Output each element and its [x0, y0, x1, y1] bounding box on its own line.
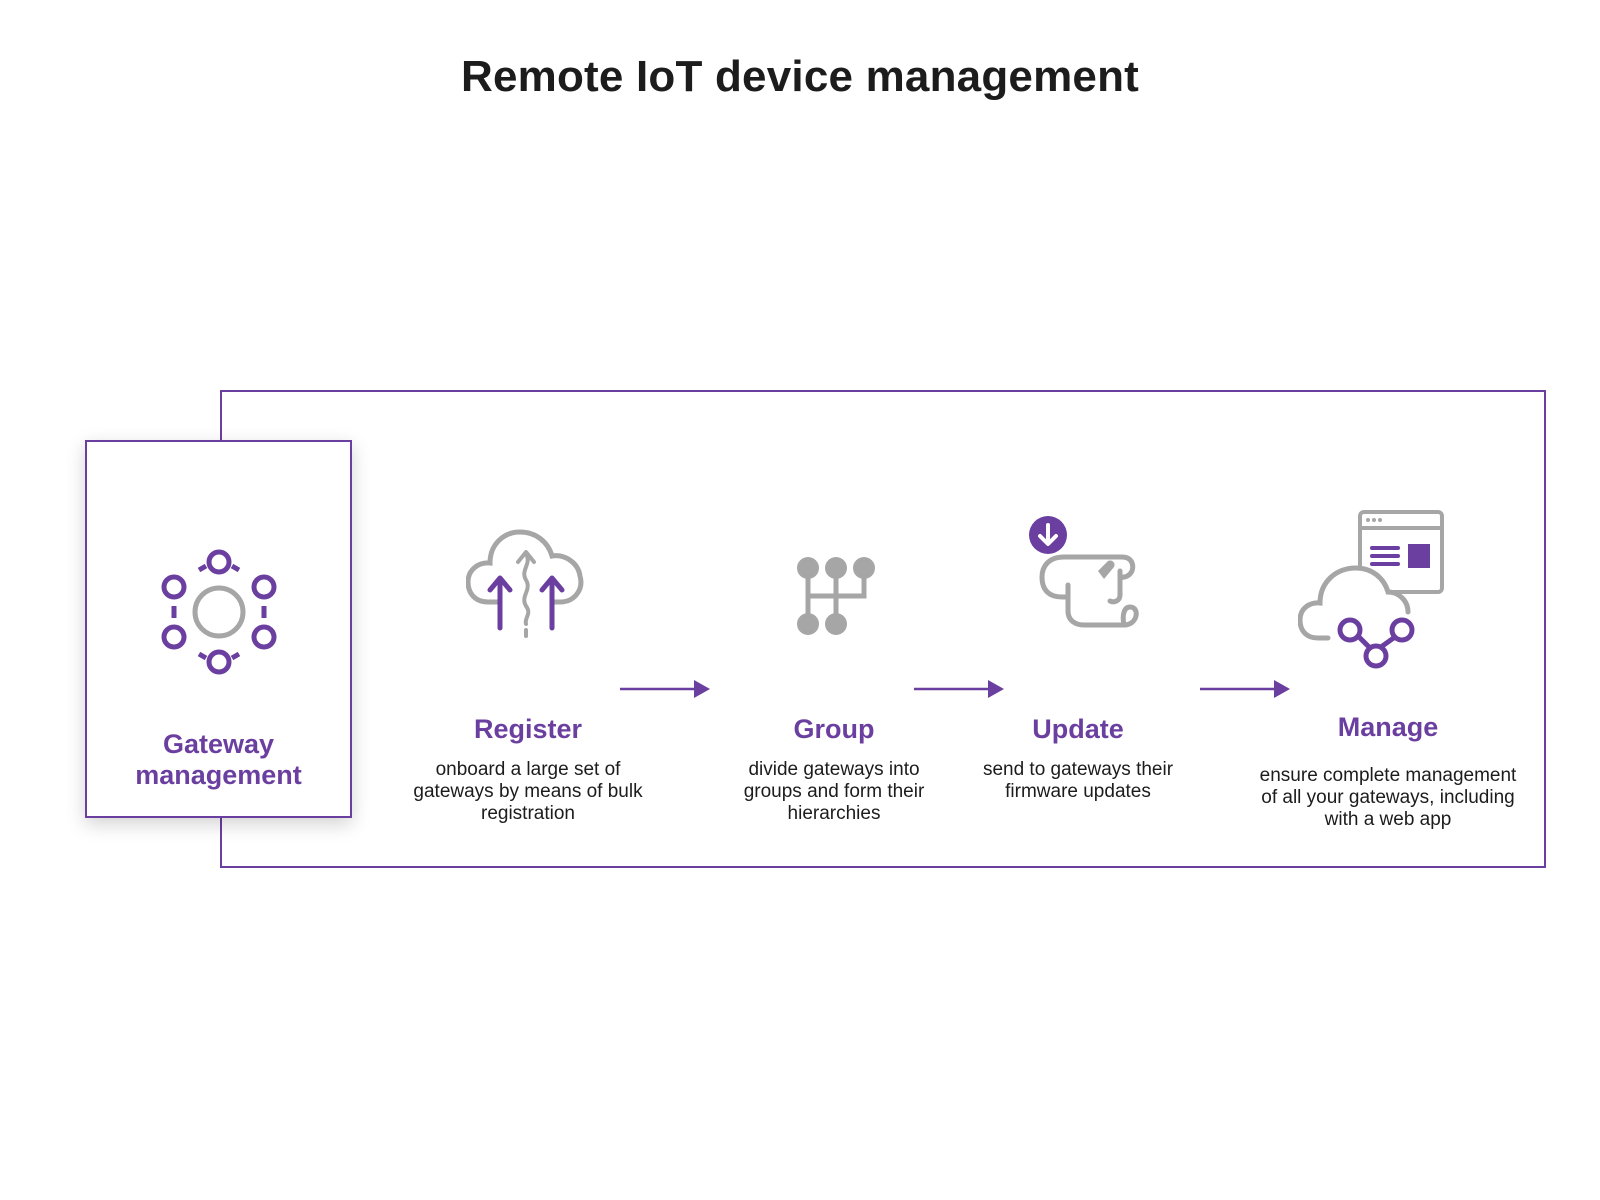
desc-line: firmware updates	[1005, 781, 1151, 802]
step-title: Manage	[1337, 712, 1439, 742]
cloud-upload-icon	[466, 529, 584, 638]
step-description: ensure complete management of all your g…	[1223, 765, 1553, 831]
step-description: send to gateways their firmware updates	[918, 759, 1238, 803]
desc-line: hierarchies	[787, 803, 881, 824]
desc-line: of all your gateways, including	[1261, 787, 1515, 808]
step-title: Register	[473, 714, 583, 744]
step-title: Group	[793, 714, 875, 744]
gateway-label-line2: management	[135, 760, 302, 790]
desc-line: ensure complete management	[1259, 765, 1517, 786]
gateway-management-label: Gateway management	[87, 729, 350, 791]
step-title: Update	[1032, 714, 1124, 744]
desc-line: onboard a large set of	[435, 759, 621, 780]
desc-line: groups and form their	[743, 781, 925, 802]
step-manage: Manage ensure complete management of all…	[1223, 711, 1553, 831]
desc-line: with a web app	[1324, 809, 1452, 830]
gateway-label-line1: Gateway	[162, 729, 275, 759]
gateway-management-card: Gateway management	[85, 440, 352, 818]
step-description: onboard a large set of gateways by means…	[368, 759, 688, 825]
desc-line: gateways by means of bulk	[413, 781, 643, 802]
arrow-right-icon	[620, 680, 710, 698]
step-group: Group divide gateways into groups and fo…	[674, 713, 994, 825]
desc-line: divide gateways into	[748, 759, 920, 780]
arrow-right-icon	[914, 680, 1004, 698]
hierarchy-icon	[797, 557, 875, 635]
desc-line: registration	[481, 803, 575, 824]
page-title: Remote IoT device management	[460, 52, 1140, 101]
cloud-web-app-icon	[1298, 510, 1444, 669]
step-update: Update send to gateways their firmware u…	[918, 713, 1238, 803]
firmware-scroll-download-icon	[1029, 516, 1139, 628]
step-description: divide gateways into groups and form the…	[674, 759, 994, 825]
network-hub-icon	[161, 549, 277, 675]
arrow-right-icon	[1200, 680, 1290, 698]
desc-line: send to gateways their	[982, 759, 1174, 780]
step-register: Register onboard a large set of gateways…	[368, 713, 688, 825]
